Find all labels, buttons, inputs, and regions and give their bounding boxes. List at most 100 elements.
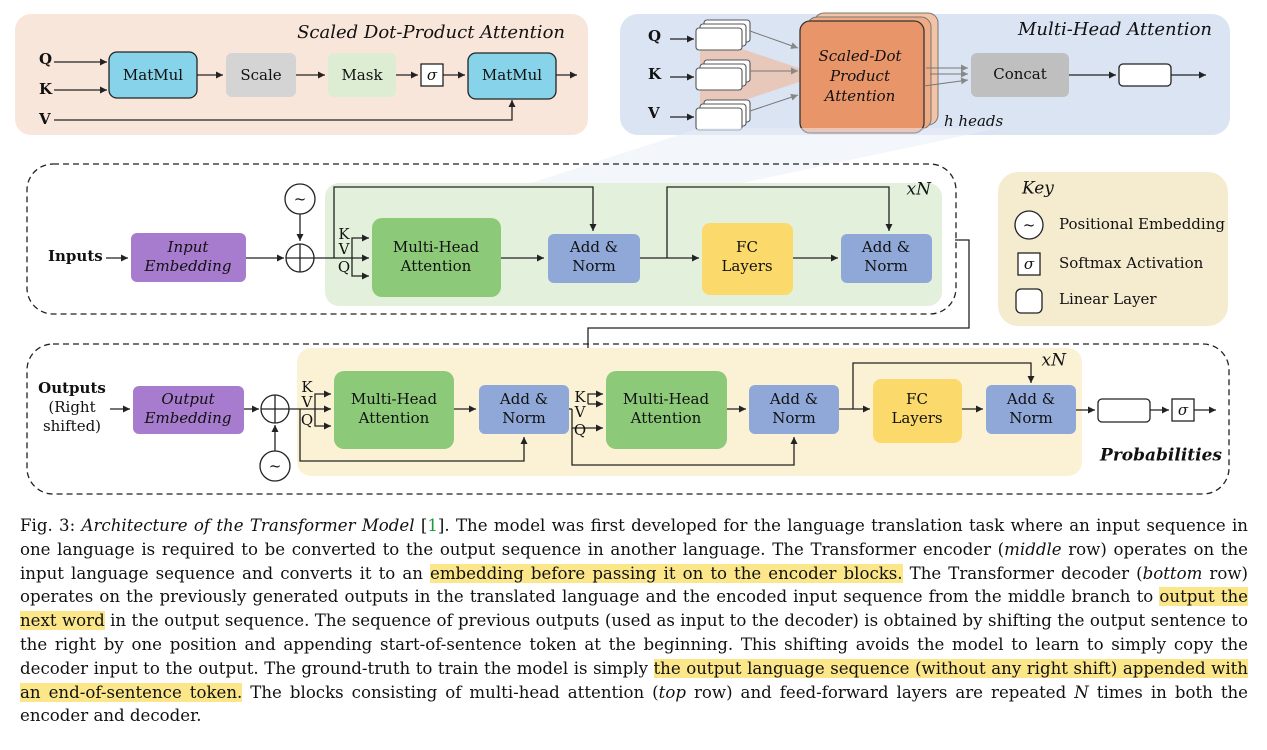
decoder-masked-multi-head-attention: [334, 371, 454, 449]
decoder-row: Outputs (Right shifted) Output Embedding…: [26, 343, 1230, 495]
caption-text-8: times in both the encoder and decoder.: [20, 682, 1248, 726]
caption-emphasis-middle: middle: [1004, 539, 1062, 559]
encoder-k-label: K: [338, 225, 350, 243]
decoder-addnorm2-line2: Norm: [772, 409, 816, 427]
encoder-addnorm2-line1: Add &: [861, 238, 910, 256]
mha-stack-line2: Product: [829, 67, 891, 85]
encoder-embedding-line2: Embedding: [144, 257, 232, 275]
sdpa-mask-label: Mask: [341, 66, 383, 84]
encoder-v-label: V: [338, 240, 351, 258]
sdpa-matmul-1-label: MatMul: [123, 66, 183, 84]
decoder-addnorm1-line2: Norm: [502, 409, 546, 427]
encoder-addnorm1-line1: Add &: [569, 238, 618, 256]
caption-ref-open: [: [414, 516, 428, 535]
mha-title: Multi-Head Attention: [1017, 19, 1212, 40]
sdpa-panel: Scaled Dot-Product Attention Q K V MatMu…: [15, 14, 588, 135]
caption-reference-link[interactable]: 1: [427, 516, 438, 535]
key-panel: Key ~ Positional Embedding σ Softmax Act…: [998, 172, 1228, 326]
sdpa-matmul-2: [467, 52, 557, 100]
decoder-v2-label: V: [574, 403, 587, 421]
encoder-mha-line2: Attention: [400, 257, 472, 275]
decoder-softmax-symbol: σ: [1178, 401, 1189, 419]
caption-text-2: row) operates on the input language sequ…: [20, 539, 1248, 583]
encoder-multi-head-attention: [372, 218, 501, 297]
sdpa-scale: [226, 53, 296, 97]
encoder-repeat-label: xN: [907, 180, 933, 200]
encoder-row: Inputs Input Embedding ~ K V Q Multi-Hea…: [26, 163, 957, 315]
key-positional-icon: [1014, 210, 1044, 240]
sdpa-title: Scaled Dot-Product Attention: [297, 22, 565, 43]
caption-fig-label: Fig. 3:: [20, 516, 82, 535]
mha-linear-layer: [1118, 63, 1172, 87]
encoder-fc-line2: Layers: [721, 257, 772, 275]
encoder-add-norm-1: [548, 234, 640, 283]
caption-ref-close: ]: [437, 516, 445, 535]
key-item-3-label: Linear Layer: [1059, 290, 1157, 308]
decoder-probabilities-label: Probabilities: [1099, 446, 1222, 466]
key-linear-icon: [1015, 288, 1043, 314]
mha-stack-line3: Attention: [823, 87, 896, 105]
key-item-2-label: Softmax Activation: [1059, 254, 1204, 272]
mha-heads-label: h heads: [944, 112, 1004, 130]
caption-emphasis-top: top: [658, 682, 686, 702]
key-item-2-symbol: σ: [1024, 255, 1035, 273]
caption-title: Architecture of the Transformer Model: [81, 516, 415, 535]
caption-text-5: in the output sequence. The sequence of …: [20, 611, 1249, 678]
mha-concat: [971, 53, 1069, 97]
sdpa-scale-label: Scale: [240, 66, 281, 84]
decoder-repeat-label: xN: [1042, 351, 1068, 371]
encoder-pos-symbol: ~: [294, 190, 307, 208]
decoder-embedding-line1: Output: [161, 390, 215, 408]
decoder-cross-attention: [606, 371, 727, 449]
decoder-add-norm-3: [986, 385, 1076, 434]
caption-emphasis-n: N: [1074, 682, 1089, 702]
decoder-fc-line2: Layers: [891, 409, 942, 427]
encoder-fc-layers: [702, 223, 793, 295]
decoder-mha1-line1: Multi-Head: [351, 390, 438, 408]
decoder-output-embedding: [133, 386, 244, 434]
mha-panel: Multi-Head Attention Q K V Scaled-Dot: [620, 12, 1230, 135]
sdpa-softmax-symbol: σ: [427, 66, 438, 84]
encoder-addnorm2-line2: Norm: [864, 257, 908, 275]
caption-text-4: row) operates on the previously generate…: [20, 563, 1248, 607]
encoder-input-embedding: [131, 233, 246, 282]
decoder-addnorm3-line1: Add &: [1006, 390, 1055, 408]
mha-input-v: V: [647, 104, 660, 122]
mha-stack-line1: Scaled-Dot: [818, 47, 902, 65]
figure-caption: Fig. 3: Architecture of the Transformer …: [20, 514, 1249, 728]
caption-highlight-1: embedding before passing it on to the en…: [430, 563, 903, 583]
caption-text-6: The blocks consisting of multi-head atte…: [242, 682, 659, 702]
decoder-mha1-line2: Attention: [358, 409, 430, 427]
decoder-k2-label: K: [574, 388, 586, 406]
caption-text-3: The Transformer decoder (: [902, 563, 1143, 583]
key-item-1-symbol: ~: [1023, 216, 1036, 234]
mha-input-q: Q: [648, 27, 661, 45]
sdpa-input-k: K: [39, 80, 53, 98]
decoder-k1-label: K: [301, 378, 313, 396]
decoder-add-norm-2: [749, 385, 839, 434]
decoder-addnorm3-line2: Norm: [1009, 409, 1053, 427]
key-title: Key: [1021, 179, 1054, 199]
decoder-addnorm1-line1: Add &: [499, 390, 548, 408]
key-item-1-label: Positional Embedding: [1059, 215, 1225, 233]
decoder-outputs-line2: (Right: [48, 398, 95, 416]
mha-input-k: K: [648, 65, 662, 83]
decoder-outputs-line3: shifted): [43, 417, 101, 435]
caption-emphasis-bottom: bottom: [1142, 563, 1203, 583]
decoder-mha2-line1: Multi-Head: [623, 390, 710, 408]
decoder-v1-label: V: [301, 393, 314, 411]
encoder-fc-line1: FC: [736, 238, 758, 256]
sdpa-matmul-2-label: MatMul: [482, 66, 542, 84]
decoder-q1-label: Q: [301, 411, 313, 429]
sdpa-input-q: Q: [39, 50, 52, 68]
mha-concat-label: Concat: [993, 65, 1047, 83]
decoder-addnorm2-line1: Add &: [769, 390, 818, 408]
encoder-addnorm1-line2: Norm: [572, 257, 616, 275]
decoder-mha2-line2: Attention: [630, 409, 702, 427]
encoder-add-norm-2: [841, 234, 932, 283]
encoder-q-label: Q: [338, 258, 350, 276]
sdpa-input-v: V: [38, 110, 51, 128]
caption-text-7: row) and feed-forward layers are repeate…: [685, 682, 1075, 702]
decoder-embedding-line2: Embedding: [144, 409, 232, 427]
caption-text-1: . The model was first developed for the …: [20, 516, 1248, 559]
